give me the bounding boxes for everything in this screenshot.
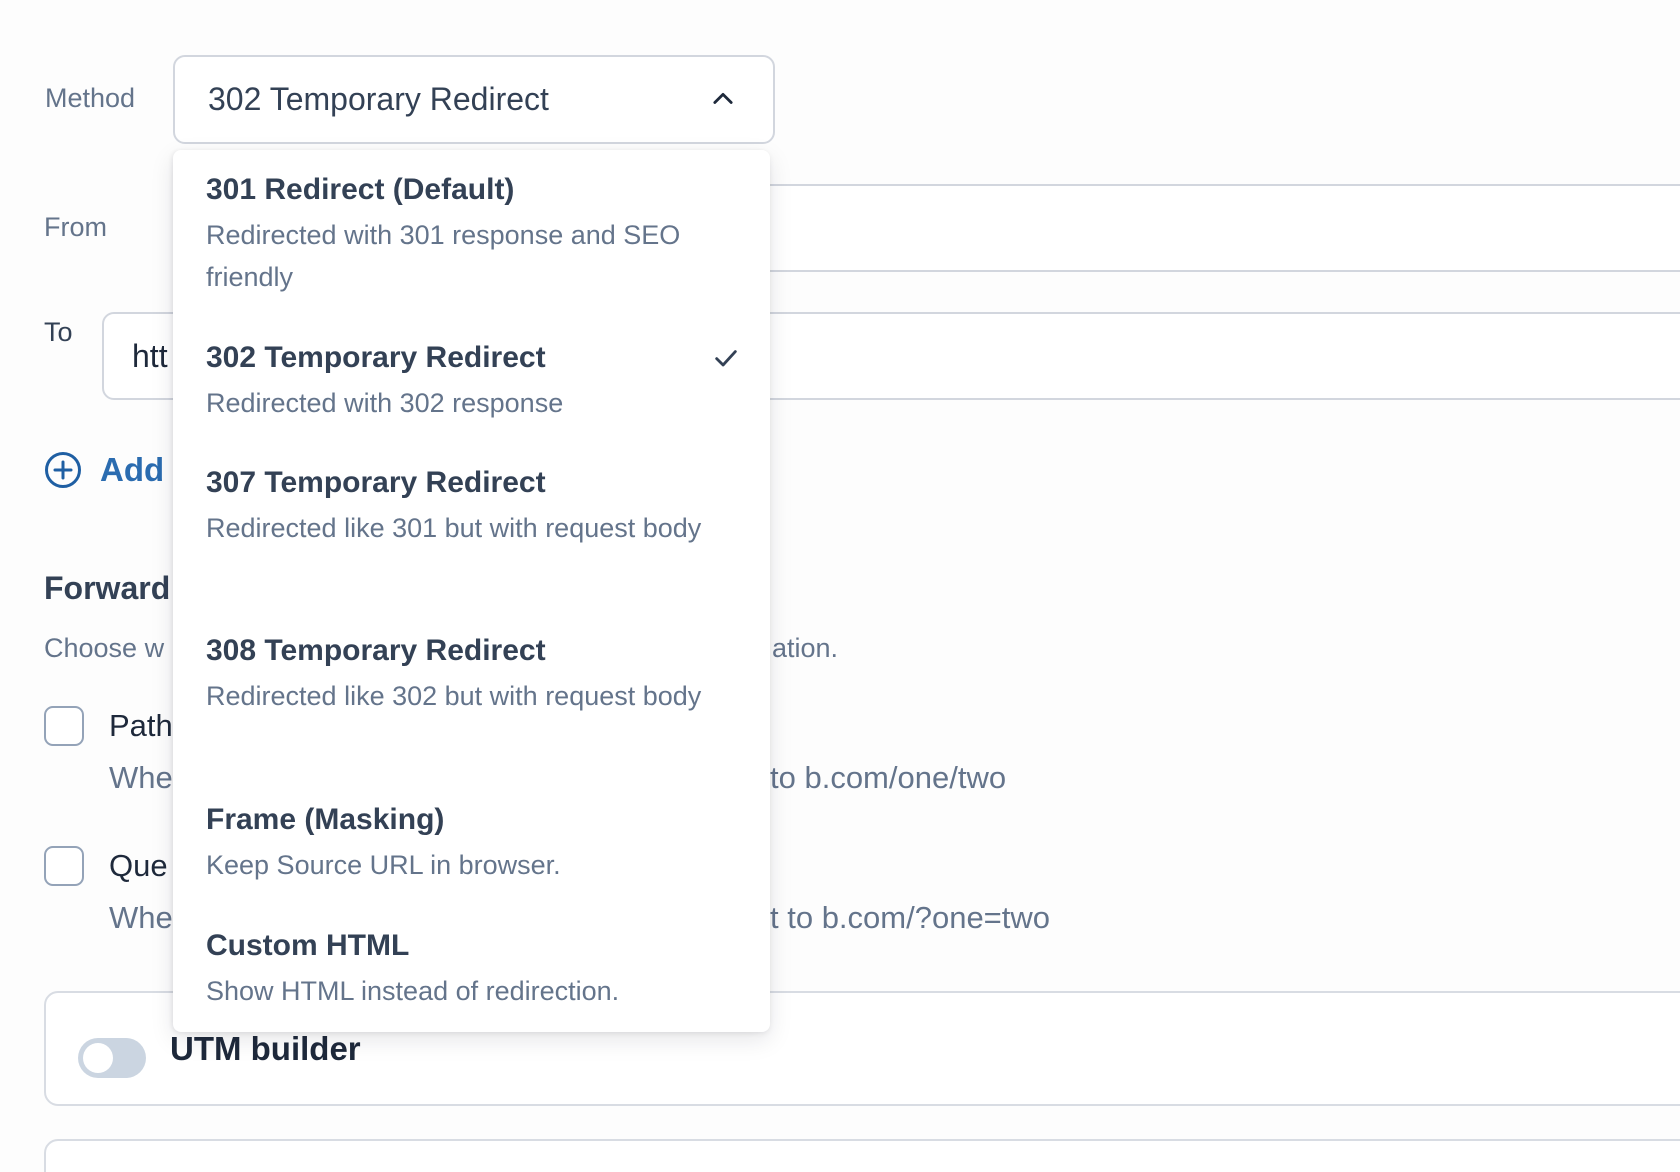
dropdown-option-custom-html[interactable]: Custom HTML Show HTML instead of redirec… xyxy=(206,926,740,1012)
option-description: Redirected with 302 response xyxy=(206,388,564,418)
forward-query-checkbox[interactable] xyxy=(44,846,84,886)
dropdown-option-frame[interactable]: Frame (Masking) Keep Source URL in brows… xyxy=(206,800,740,886)
dropdown-option-307[interactable]: 307 Temporary Redirect Redirected like 3… xyxy=(206,463,740,549)
option-description: Redirected like 302 but with request bod… xyxy=(206,681,702,711)
option-title: Frame (Masking) xyxy=(206,803,445,836)
utm-builder-toggle[interactable] xyxy=(78,1038,146,1078)
forward-path-checkbox[interactable] xyxy=(44,706,84,746)
method-selected-value: 302 Temporary Redirect xyxy=(208,81,549,117)
forward-query-description: Whe xyxy=(109,900,173,935)
method-select[interactable]: 302 Temporary Redirect xyxy=(173,55,775,144)
option-title: 302 Temporary Redirect xyxy=(206,341,546,374)
chevron-up-icon xyxy=(713,92,733,104)
add-link-label: Add xyxy=(100,451,165,488)
forward-query-description-tail: t to b.com/?one=two xyxy=(770,900,1051,935)
to-label: To xyxy=(44,317,73,347)
dropdown-option-308[interactable]: 308 Temporary Redirect Redirected like 3… xyxy=(206,631,740,717)
utm-builder-label: UTM builder xyxy=(170,1030,361,1067)
method-dropdown-menu: 301 Redirect (Default) Redirected with 3… xyxy=(173,150,770,1032)
forward-section-title: Forward xyxy=(44,570,171,606)
forward-section-description-tail: ation. xyxy=(772,633,839,663)
plus-circle-icon xyxy=(45,452,81,488)
forward-query-label: Que xyxy=(109,848,168,883)
toggle-knob xyxy=(83,1043,113,1073)
dropdown-option-301[interactable]: 301 Redirect (Default) Redirected with 3… xyxy=(206,170,740,298)
from-label: From xyxy=(44,212,107,242)
option-title: Custom HTML xyxy=(206,929,410,962)
forward-section-description: Choose w xyxy=(44,633,165,663)
forward-path-description-tail: to b.com/one/two xyxy=(770,760,1007,795)
option-description: Show HTML instead of redirection. xyxy=(206,976,620,1006)
dropdown-option-302[interactable]: 302 Temporary Redirect Redirected with 3… xyxy=(206,338,740,424)
method-label: Method xyxy=(45,83,136,113)
option-description: Keep Source URL in browser. xyxy=(206,850,561,880)
next-card xyxy=(44,1139,1680,1172)
add-button[interactable]: Add xyxy=(44,451,164,489)
option-title: 308 Temporary Redirect xyxy=(206,634,546,667)
check-icon xyxy=(715,350,737,367)
forward-path-description: Whe xyxy=(109,760,173,795)
option-title: 301 Redirect (Default) xyxy=(206,173,515,206)
option-title: 307 Temporary Redirect xyxy=(206,466,546,499)
to-input-value: htt xyxy=(132,337,168,374)
forward-path-label: Path xyxy=(109,708,173,743)
option-description: Redirected like 301 but with request bod… xyxy=(206,513,702,543)
option-description: Redirected with 301 response and SEO fri… xyxy=(206,220,681,292)
